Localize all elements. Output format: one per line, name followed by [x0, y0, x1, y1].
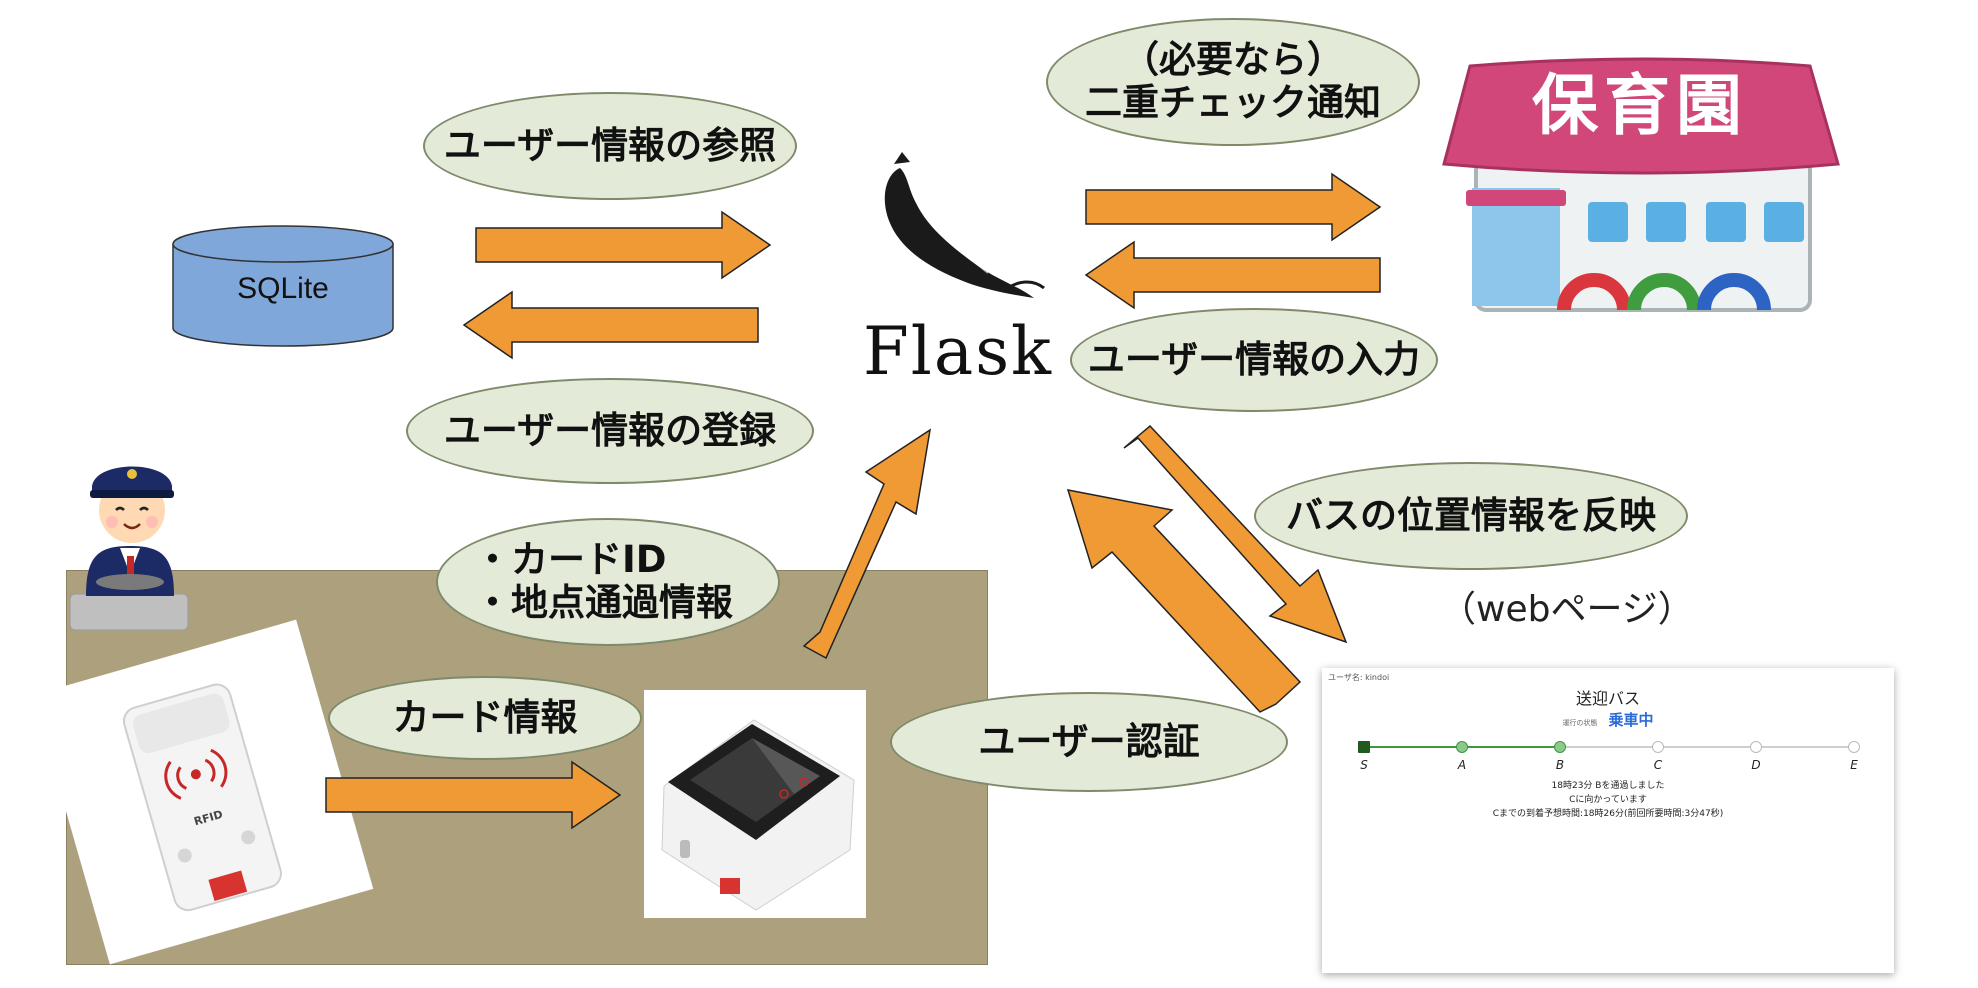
webpage-status-label: 運行の状態 — [1562, 719, 1598, 727]
nursery-building-icon — [1442, 57, 1840, 312]
webpage-title: 送迎バス — [1575, 689, 1640, 708]
webpage-screenshot: ユーザ名: kindoi 送迎バス 運行の状態 乗車中 18時23分 Bを通過し… — [1322, 668, 1894, 973]
core-device-icon — [644, 690, 866, 918]
flask-logo-icon — [884, 152, 1045, 298]
label-user-authentication: ユーザー認証 — [890, 692, 1288, 792]
arrow-flask-to-db — [462, 290, 759, 360]
label-user-info-registration: ユーザー情報の登録 — [406, 378, 814, 484]
webpage-message-1: 18時23分 Bを通過しました — [1551, 781, 1665, 791]
label-user-info-input: ユーザー情報の入力 — [1070, 308, 1438, 412]
label-double-check-notice: （必要なら） 二重チェック通知 — [1046, 18, 1420, 146]
webpage-status-row: 運行の状態 乗車中 — [1322, 709, 1894, 730]
label-user-info-reference: ユーザー情報の参照 — [423, 92, 797, 200]
label-card-info: カード情報 — [328, 676, 642, 760]
webpage-caption: （webページ） — [1440, 589, 1694, 630]
route-stop-marker — [1750, 741, 1762, 753]
route-stop-marker — [1456, 741, 1468, 753]
label-bus-position-reflect: バスの位置情報を反映 — [1254, 462, 1688, 570]
arrow-rfid-to-device — [325, 760, 622, 830]
route-stop-label: A — [1457, 758, 1467, 772]
nursery-sign: 保育園 — [1532, 67, 1748, 144]
route-stop-label: C — [1653, 758, 1663, 772]
webpage-user-name: ユーザ名: kindoi — [1328, 673, 1390, 682]
database-label: SQLite — [237, 272, 329, 305]
arrow-flask-to-webpage — [1123, 424, 1348, 644]
webpage-message-2: Cに向かっています — [1569, 795, 1647, 805]
label-card-id-and-passage: ・カードID ・地点通過情報 — [436, 518, 780, 646]
database-icon — [172, 225, 394, 347]
route-stop-marker — [1358, 741, 1370, 753]
rfid-photo: RFID — [32, 619, 374, 965]
route-stop-marker — [1554, 741, 1566, 753]
flask-label: Flask — [862, 313, 1054, 390]
route-stop-label: E — [1850, 758, 1858, 772]
route-stop-marker — [1652, 741, 1664, 753]
webpage-status: 乗車中 — [1608, 711, 1654, 729]
route-stop-label: B — [1555, 758, 1565, 772]
webpage-message-3: Cまでの到着予想時間:18時26分(前回所要時間:3分47秒) — [1492, 809, 1724, 819]
arrow-flask-to-nursery — [1085, 172, 1382, 242]
route-stop-label: D — [1751, 758, 1761, 772]
bus-driver-icon — [69, 466, 189, 631]
arrow-db-to-flask — [475, 210, 772, 280]
route-track — [1364, 746, 1854, 748]
arrow-device-to-flask — [802, 428, 932, 660]
arrow-nursery-to-flask — [1084, 240, 1381, 310]
route-stop-label: S — [1360, 758, 1368, 772]
arrow-webpage-to-flask — [1066, 489, 1302, 713]
route-stop-marker — [1848, 741, 1860, 753]
